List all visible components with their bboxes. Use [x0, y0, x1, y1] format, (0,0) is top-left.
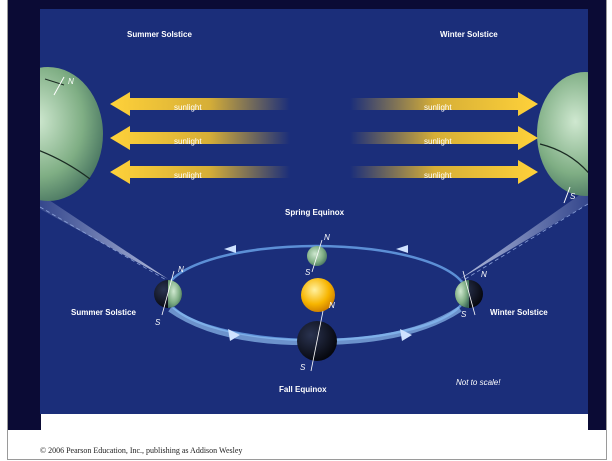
earth-closeup-right: [537, 72, 588, 204]
orbit-arrow-4: [224, 245, 236, 253]
note-not-to-scale: Not to scale!: [456, 378, 501, 387]
label-spring-equinox: Spring Equinox: [285, 208, 345, 217]
pole-s-winter: S: [461, 310, 467, 319]
sunlight-arrows-left: [110, 92, 290, 184]
seasons-diagram: [40, 67, 588, 372]
outer-outline: [7, 0, 607, 460]
orbit-arrow-2: [400, 329, 412, 341]
label-fall-equinox: Fall Equinox: [279, 385, 327, 394]
pole-n-winter: N: [481, 270, 487, 279]
label-summer-solstice-top: Summer Solstice: [127, 30, 192, 39]
zoom-beam-right: [460, 189, 588, 279]
orbit-arrow-3: [396, 245, 408, 253]
right-border: [588, 0, 607, 430]
earth-summer-solstice: [154, 270, 182, 316]
earth-fall-equinox: [297, 310, 337, 372]
sunlight-label: sunlight: [424, 103, 452, 112]
sunlight-label: sunlight: [174, 137, 202, 146]
sunlight-arrows-right: [350, 92, 538, 184]
pole-s-summer: S: [155, 318, 161, 327]
zoom-beam-left: [40, 194, 168, 279]
zoom-line-right: [461, 203, 588, 282]
pole-n-fall: N: [329, 301, 335, 310]
pole-n-closeup-left: N: [68, 77, 74, 86]
orbit-arrow-1: [228, 329, 240, 341]
sunlight-label: sunlight: [174, 171, 202, 180]
pole-s-closeup-right: S: [570, 192, 576, 201]
zoom-line-left: [40, 206, 169, 282]
sunlight-label: sunlight: [174, 103, 202, 112]
earth-closeup-left: [40, 67, 103, 201]
pole-s-fall: S: [300, 363, 306, 372]
sun: [301, 278, 335, 312]
pole-n-summer: N: [178, 265, 184, 274]
pole-s-spring: S: [305, 268, 311, 277]
top-border: [8, 0, 607, 9]
left-border: [8, 0, 41, 430]
label-summer-solstice-orbit: Summer Solstice: [71, 308, 136, 317]
label-winter-solstice-orbit: Winter Solstice: [490, 308, 548, 317]
earth-winter-solstice: [455, 270, 483, 316]
copyright-text: © 2006 Pearson Education, Inc., publishi…: [40, 446, 243, 455]
sunlight-label: sunlight: [424, 137, 452, 146]
pole-n-spring: N: [324, 233, 330, 242]
label-winter-solstice-top: Winter Solstice: [440, 30, 498, 39]
sunlight-label: sunlight: [424, 171, 452, 180]
earth-spring-equinox: [307, 239, 327, 273]
